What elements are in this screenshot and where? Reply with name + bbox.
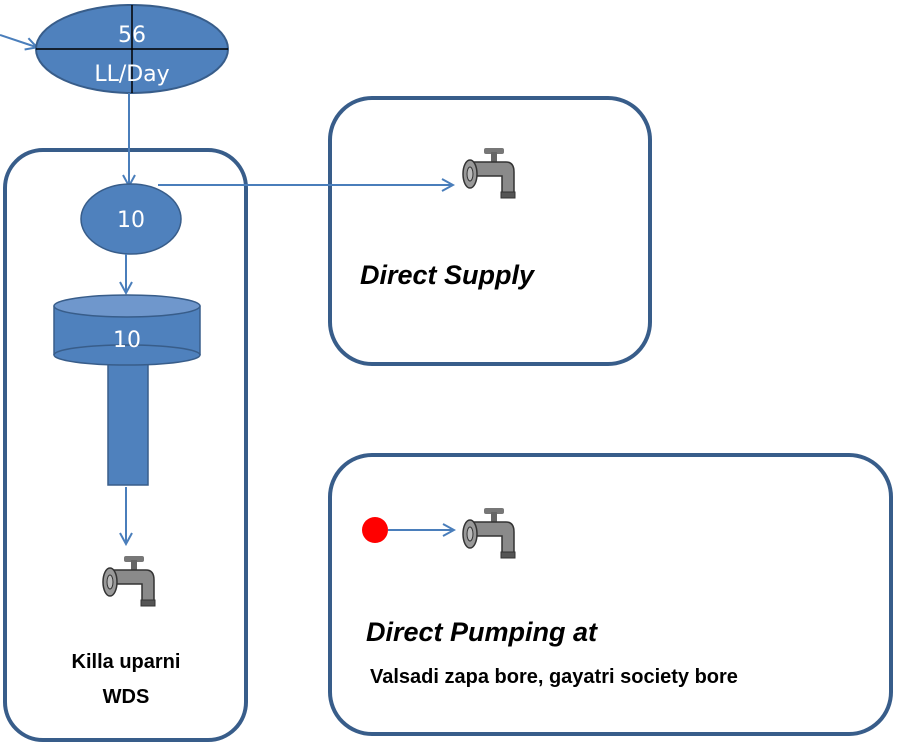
killa-name-line2: WDS	[103, 686, 150, 708]
tap-icon	[462, 507, 516, 559]
source-value: 56	[118, 23, 146, 48]
direct-pumping-detail: Valsadi zapa bore, gayatri society bore	[370, 666, 738, 688]
flow-node: 10	[80, 183, 182, 255]
killa-wds-box	[3, 148, 248, 742]
tank-value: 10	[113, 328, 141, 353]
source-node: 56 LL/Day	[35, 4, 229, 94]
direct-supply-label: Direct Supply	[360, 260, 536, 290]
pump-source-dot	[362, 517, 388, 543]
direct-pumping-label: Direct Pumping at	[366, 617, 598, 647]
tap-icon	[102, 555, 156, 607]
direct-supply-box	[328, 96, 652, 366]
water-tank: 10	[53, 294, 201, 486]
incoming-arrow	[0, 34, 36, 47]
flow-value: 10	[117, 208, 145, 233]
killa-name-line1: Killa uparni	[72, 651, 181, 673]
direct-pumping-box	[328, 453, 893, 736]
source-unit: LL/Day	[94, 62, 169, 87]
tap-icon	[462, 147, 516, 199]
